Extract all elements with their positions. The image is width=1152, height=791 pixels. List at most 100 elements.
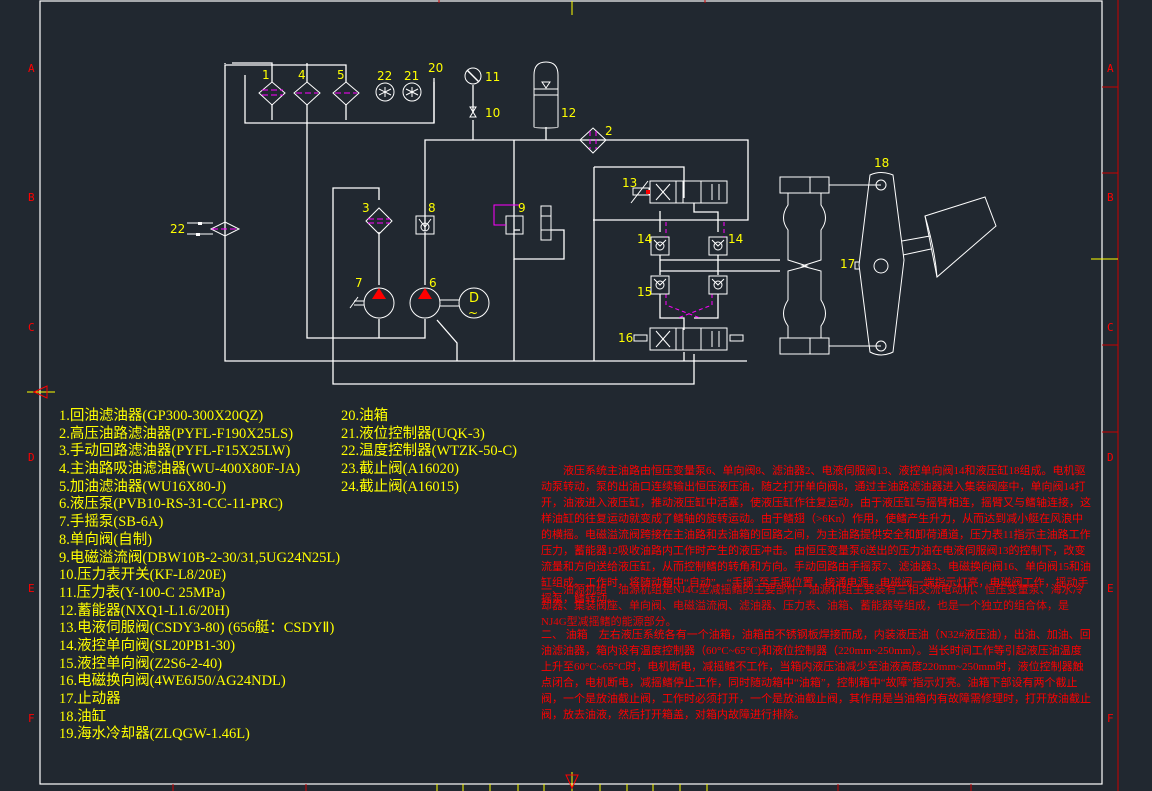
note-paragraph-2: 二、 油箱 左右液压系统各有一个油箱，油箱由不锈钢板焊接而成，内装液压油（N32… [541, 629, 1091, 721]
zone-left-b: B [28, 191, 35, 204]
label-20: 20 [428, 61, 443, 75]
parts-list-item: 2.高压油路滤油器(PYFL-F190X25LS) [59, 425, 294, 442]
level-controller-21 [402, 82, 422, 102]
oil-tank-note: 二、 油箱 左右液压系统各有一个油箱，油箱由不锈钢板焊接而成，内装液压油（N32… [541, 627, 1091, 723]
parts-list-item: 24.截止阀(A16015) [341, 478, 460, 495]
pilot-check-valve-14-left [650, 236, 670, 256]
temperature-controller-22 [375, 82, 395, 102]
label-4: 4 [298, 68, 306, 82]
cooler-19 [187, 221, 241, 237]
label-22: 22 [377, 69, 392, 83]
pilot-check-valve-15-left [650, 275, 670, 295]
parts-list-item: 6.液压泵(PVB10-RS-31-CC-11-PRC) [59, 496, 283, 513]
filter-4 [293, 81, 321, 106]
zone-left-d: D [28, 451, 35, 464]
pipe [594, 166, 685, 181]
zone-right-e: E [1107, 582, 1114, 595]
filter-3 [365, 207, 393, 235]
solenoid-valve-16 [633, 327, 744, 351]
relief-valve-9 [493, 204, 552, 241]
pipe [659, 294, 685, 330]
label-15: 15 [637, 285, 652, 299]
servo-indicator [646, 190, 650, 194]
parts-list-item: 16.电磁换向阀(4WE6J50/AG24NDL) [59, 673, 286, 690]
hand-pump-7 [349, 287, 395, 319]
parts-list-item: 14.液控单向阀(SL20PB1-30) [59, 637, 236, 654]
parts-list-left: 1.回油滤油器(GP300-300X20QZ) 2.高压油路滤油器(PYFL-F… [59, 408, 340, 744]
label-22-cooler: 22 [170, 222, 185, 236]
pipe [513, 140, 565, 260]
parts-list-item: 3.手动回路滤油器(PYFL-F15X25LW) [59, 443, 291, 460]
centering-arrow-bottom [565, 774, 579, 790]
parts-list-item: 15.液控单向阀(Z2S6-2-40) [59, 655, 223, 672]
accumulator-12 [533, 61, 559, 129]
label-9: 9 [518, 201, 526, 215]
label-2: 2 [605, 124, 613, 138]
label-17: 17 [840, 257, 855, 271]
label-13: 13 [622, 176, 637, 190]
pipe [224, 231, 747, 362]
electric-motor [458, 287, 490, 319]
parts-list-item: 12.蓄能器(NXQ1-L1.6/20H) [59, 602, 230, 619]
return-line-top [224, 64, 347, 231]
servo-valve-13 [630, 180, 728, 204]
note-paragraph-overlap: 一、油源机组 油源机组是NJ4G型减摇鳍的主要部件，油源机组主要装有三相交流电动… [541, 584, 1084, 628]
note-paragraph-1: 液压系统主油路由恒压变量泵6、单向阀8、滤油器2、电液伺服阀13、液控单向阀14… [541, 465, 1091, 605]
pipe [306, 104, 426, 339]
parts-list-item: 13.电液伺服阀(CSDY3-80) (656艇：CSDYⅡ) [59, 620, 335, 637]
parts-list-item: 18.油缸 [59, 708, 107, 725]
cylinder-18 [779, 172, 905, 356]
centering-arrow-left [32, 385, 48, 399]
pilot-check-valve-15-right [708, 275, 728, 295]
parts-list-right: 20.油箱 21.液位控制器(UQK-3) 22.温度控制器(WTZK-50-C… [341, 408, 517, 496]
zone-left-f: F [28, 712, 35, 725]
system-description-note: 液压系统主油路由恒压变量泵6、单向阀8、滤油器2、电液伺服阀13、液控单向阀14… [541, 463, 1091, 607]
pipe [232, 62, 273, 82]
label-8: 8 [428, 201, 436, 215]
filter-5 [332, 81, 360, 106]
zone-right-a: A [1107, 62, 1114, 75]
label-14-right: 14 [728, 232, 743, 246]
parts-list-item: 20.油箱 [341, 408, 389, 424]
check-valve-8 [415, 215, 435, 235]
pipe [694, 294, 719, 319]
parts-list-item: 17.止动器 [59, 691, 121, 707]
filter-2 [579, 127, 607, 154]
parts-list-item: 4.主油路吸油滤油器(WU-400X80F-JA) [59, 461, 301, 478]
label-10: 10 [485, 106, 500, 120]
label-14-left: 14 [637, 232, 652, 246]
motor-drain [436, 319, 458, 361]
label-6: 6 [429, 276, 437, 290]
parts-list-item: 9.电磁溢流阀(DBW10B-2-30/31,5UG24N25L) [59, 549, 341, 566]
zone-right-f: F [1107, 712, 1114, 725]
parts-list-item: 23.截止阀(A16020) [341, 461, 460, 478]
parts-list-item: 19.海水冷却器(ZLQGW-1.46L) [59, 726, 250, 743]
pipe [332, 187, 380, 361]
motor-label: D [469, 291, 479, 306]
pressure-line [424, 139, 749, 231]
label-11: 11 [485, 70, 500, 84]
label-1: 1 [262, 68, 270, 82]
hydraulic-pump-6 [409, 287, 459, 319]
parts-list-item: 7.手摇泵(SB-6A) [59, 514, 164, 531]
pressure-gauge-11 [464, 67, 482, 85]
zone-right-b: B [1107, 191, 1114, 204]
zone-right-d: D [1107, 451, 1114, 464]
tank-return [332, 354, 695, 385]
parts-list-item: 21.液位控制器(UQK-3) [341, 425, 485, 442]
label-3: 3 [362, 201, 370, 215]
label-18: 18 [874, 156, 889, 170]
parts-list-item: 5.加油滤油器(WU16X80-J) [59, 478, 227, 495]
motor-ac-label: ~ [468, 306, 478, 320]
pilot-line-cross [665, 294, 701, 319]
filter-1 [258, 81, 286, 106]
parts-list-item: 11.压力表(Y-100-C 25MPa) [59, 584, 226, 601]
zone-right-c: C [1107, 321, 1114, 334]
label-5: 5 [337, 68, 345, 82]
label-16: 16 [618, 331, 633, 345]
parts-list-item: 8.单向阀(自制) [59, 531, 153, 548]
label-7: 7 [355, 276, 363, 290]
parts-list-item: 10.压力表开关(KF-L8/20E) [59, 567, 227, 584]
label-21: 21 [404, 69, 419, 83]
